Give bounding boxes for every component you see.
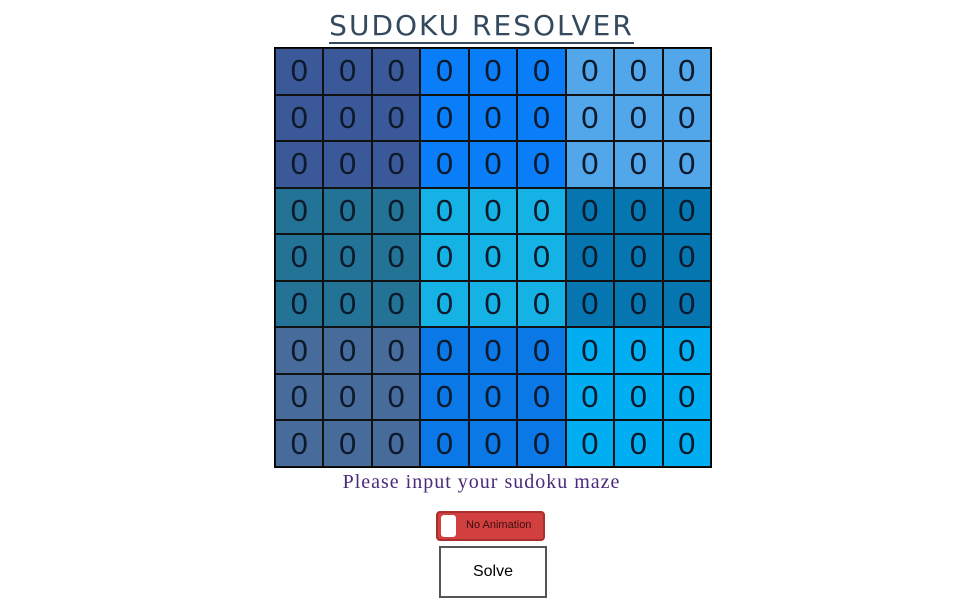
sudoku-cell[interactable]: 0	[371, 141, 421, 188]
sudoku-cell[interactable]: 0	[420, 373, 469, 421]
instruction-message: Please input your sudoku maze	[342, 471, 621, 493]
sudoku-cell[interactable]: 0	[614, 280, 663, 328]
sudoku-cell[interactable]: 0	[275, 48, 324, 95]
sudoku-cell[interactable]: 0	[371, 94, 421, 142]
sudoku-cell[interactable]: 0	[468, 327, 518, 374]
sudoku-cell[interactable]: 0	[371, 373, 421, 421]
sudoku-cell[interactable]: 0	[517, 280, 566, 328]
sudoku-cell[interactable]: 0	[565, 280, 615, 328]
sudoku-cell[interactable]: 0	[614, 234, 663, 281]
toggle-knob[interactable]	[441, 515, 456, 537]
sudoku-cell[interactable]: 0	[565, 48, 615, 95]
sudoku-cell[interactable]: 0	[614, 48, 663, 95]
sudoku-cell[interactable]: 0	[662, 187, 711, 235]
sudoku-cell[interactable]: 0	[468, 234, 518, 281]
sudoku-cell[interactable]: 0	[275, 187, 324, 235]
sudoku-cell[interactable]: 0	[371, 234, 421, 281]
sudoku-cell[interactable]: 0	[323, 327, 372, 374]
sudoku-cell[interactable]: 0	[662, 48, 711, 95]
sudoku-cell[interactable]: 0	[565, 420, 615, 467]
animation-toggle[interactable]: No Animation	[436, 511, 545, 541]
sudoku-cell[interactable]: 0	[420, 187, 469, 235]
sudoku-cell[interactable]: 0	[275, 420, 324, 467]
sudoku-cell[interactable]: 0	[323, 94, 372, 142]
sudoku-cell[interactable]: 0	[323, 234, 372, 281]
sudoku-cell[interactable]: 0	[420, 48, 469, 95]
sudoku-cell[interactable]: 0	[468, 187, 518, 235]
sudoku-cell[interactable]: 0	[614, 373, 663, 421]
sudoku-cell[interactable]: 0	[323, 141, 372, 188]
sudoku-cell[interactable]: 0	[468, 141, 518, 188]
sudoku-cell[interactable]: 0	[323, 187, 372, 235]
sudoku-cell[interactable]: 0	[371, 48, 421, 95]
sudoku-cell[interactable]: 0	[468, 280, 518, 328]
sudoku-cell[interactable]: 0	[323, 420, 372, 467]
sudoku-cell[interactable]: 0	[275, 280, 324, 328]
sudoku-cell[interactable]: 0	[275, 94, 324, 142]
page-title-text: SUDOKU RESOLVER	[329, 9, 634, 44]
sudoku-cell[interactable]: 0	[565, 94, 615, 142]
page-title: SUDOKU RESOLVER	[0, 6, 963, 46]
sudoku-cell[interactable]: 0	[371, 280, 421, 328]
sudoku-cell[interactable]: 0	[517, 234, 566, 281]
sudoku-cell[interactable]: 0	[614, 327, 663, 374]
sudoku-cell[interactable]: 0	[517, 420, 566, 467]
sudoku-cell[interactable]: 0	[371, 187, 421, 235]
sudoku-cell[interactable]: 0	[565, 141, 615, 188]
sudoku-cell[interactable]: 0	[323, 373, 372, 421]
sudoku-cell[interactable]: 0	[420, 327, 469, 374]
sudoku-cell[interactable]: 0	[275, 141, 324, 188]
sudoku-cell[interactable]: 0	[420, 94, 469, 142]
sudoku-cell[interactable]: 0	[565, 187, 615, 235]
sudoku-cell[interactable]: 0	[614, 187, 663, 235]
sudoku-cell[interactable]: 0	[662, 280, 711, 328]
sudoku-cell[interactable]: 0	[662, 234, 711, 281]
solve-button[interactable]: Solve	[439, 546, 547, 598]
sudoku-cell[interactable]: 0	[662, 327, 711, 374]
sudoku-cell[interactable]: 0	[565, 373, 615, 421]
sudoku-cell[interactable]: 0	[275, 234, 324, 281]
sudoku-cell[interactable]: 0	[468, 94, 518, 142]
sudoku-cell[interactable]: 0	[468, 48, 518, 95]
sudoku-cell[interactable]: 0	[662, 94, 711, 142]
sudoku-cell[interactable]: 0	[468, 420, 518, 467]
sudoku-cell[interactable]: 0	[614, 420, 663, 467]
sudoku-cell[interactable]: 0	[468, 373, 518, 421]
sudoku-cell[interactable]: 0	[275, 373, 324, 421]
sudoku-cell[interactable]: 0	[517, 141, 566, 188]
sudoku-cell[interactable]: 0	[371, 327, 421, 374]
sudoku-cell[interactable]: 0	[420, 280, 469, 328]
sudoku-cell[interactable]: 0	[662, 420, 711, 467]
sudoku-cell[interactable]: 0	[565, 327, 615, 374]
sudoku-cell[interactable]: 0	[517, 48, 566, 95]
sudoku-cell[interactable]: 0	[565, 234, 615, 281]
sudoku-cell[interactable]: 0	[517, 327, 566, 374]
sudoku-cell[interactable]: 0	[662, 141, 711, 188]
sudoku-cell[interactable]: 0	[323, 280, 372, 328]
sudoku-cell[interactable]: 0	[517, 94, 566, 142]
sudoku-cell[interactable]: 0	[517, 373, 566, 421]
sudoku-cell[interactable]: 0	[420, 141, 469, 188]
sudoku-cell[interactable]: 0	[517, 187, 566, 235]
sudoku-cell[interactable]: 0	[614, 141, 663, 188]
sudoku-cell[interactable]: 0	[420, 234, 469, 281]
sudoku-cell[interactable]: 0	[614, 94, 663, 142]
sudoku-cell[interactable]: 0	[275, 327, 324, 374]
sudoku-cell[interactable]: 0	[662, 373, 711, 421]
sudoku-cell[interactable]: 0	[371, 420, 421, 467]
sudoku-cell[interactable]: 0	[420, 420, 469, 467]
sudoku-cell[interactable]: 0	[323, 48, 372, 95]
toggle-label: No Animation	[466, 519, 532, 531]
